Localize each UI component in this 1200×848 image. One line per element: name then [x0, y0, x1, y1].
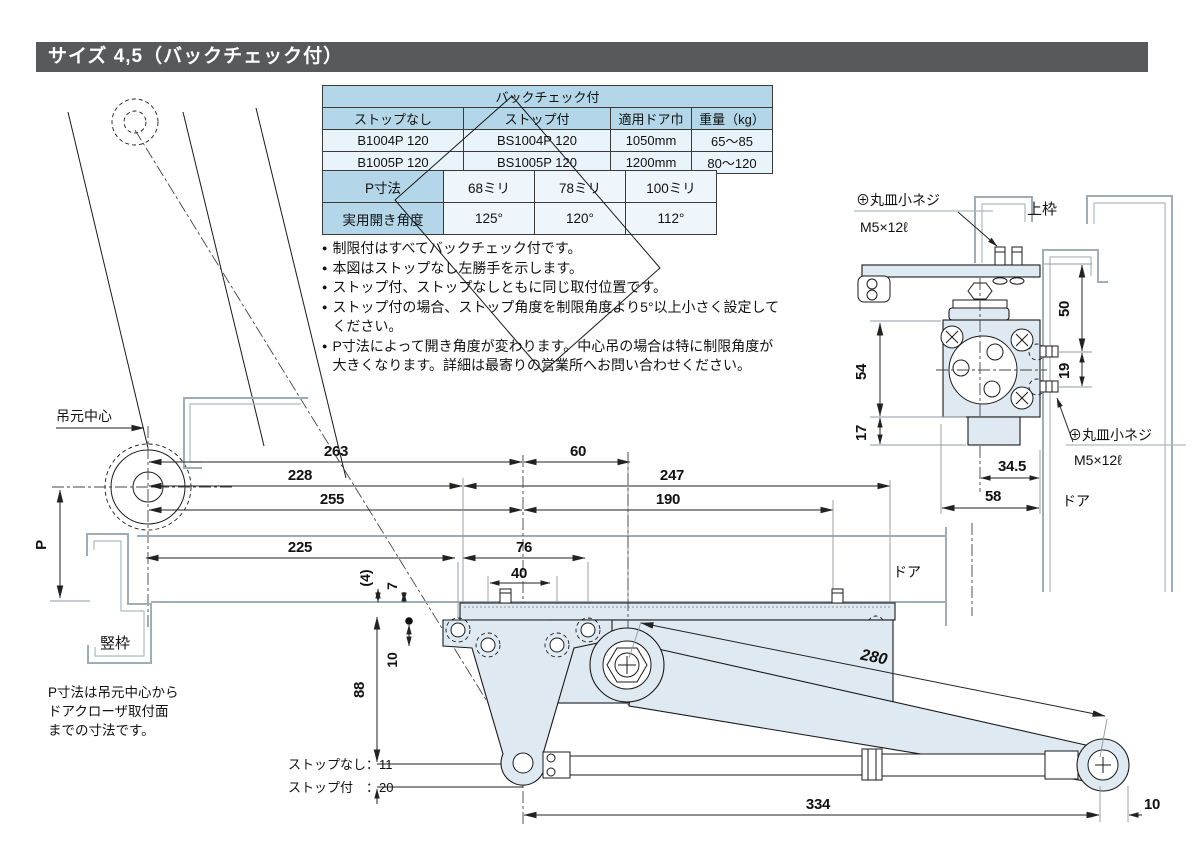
screw-size-right: M5×12ℓ — [1074, 452, 1122, 468]
screw-callout-top: ⊕丸皿小ネジ M5×12ℓ — [854, 192, 998, 247]
p-note-line: までの寸法です。 — [48, 723, 155, 738]
page-title: サイズ 4,5（バックチェック付） — [36, 42, 1148, 72]
dim-58: 58 — [985, 488, 1001, 505]
angle-value: 112° — [625, 202, 717, 235]
door-plan — [50, 523, 973, 626]
vertical-frame-label: 竪枠 — [100, 635, 130, 652]
stop-with-label: ストップ付 ：20 — [288, 780, 393, 795]
dim-263: 263 — [324, 443, 348, 460]
spec-table: バックチェック付 ストップなし ストップ付 適用ドア巾 重量（kg） B1004… — [322, 85, 773, 174]
list-item: ● ストップ付、ストップなしともに同じ取付位置です。 — [322, 278, 784, 298]
dim-190: 190 — [656, 491, 680, 508]
p-dimension-table: P寸法 68ミリ 78ミリ 100ミリ 実用開き角度 125° 120° 112… — [322, 170, 717, 235]
dim-50: 50 — [1056, 301, 1073, 317]
note-text: ストップ付の場合、ストップ角度を制限角度より5°以上小さく設定してください。 — [332, 298, 780, 335]
p-note-line: P寸法は吊元中心から — [48, 685, 179, 700]
note-text: P寸法によって開き角度が変わります。中心吊の場合は特に制限角度が大きくなります。… — [332, 337, 774, 374]
door-label-detail: ドア — [1062, 493, 1090, 509]
dim-255: 255 — [320, 491, 344, 508]
hinge — [52, 426, 235, 630]
dim-228: 228 — [288, 467, 312, 484]
row-label: P寸法 — [322, 170, 444, 203]
stop-none-label: ストップなし：11 — [288, 757, 393, 772]
door-weight: 80～120 — [691, 151, 773, 174]
angle-value: 125° — [443, 202, 535, 235]
table-row: 実用開き角度 125° 120° 112° — [322, 202, 717, 235]
dim-4: (4) — [357, 569, 373, 586]
list-item: ● 制限付はすべてバックチェック付です。 — [322, 239, 784, 259]
list-item: ● P寸法によって開き角度が変わります。中心吊の場合は特に制限角度が大きくなります… — [322, 337, 784, 376]
vertical-frame-profile — [86, 397, 308, 664]
table-row: P寸法 68ミリ 78ミリ 100ミリ — [322, 170, 717, 203]
dim-7: 7 — [384, 582, 400, 590]
top-frame-label: 上枠 — [1027, 201, 1057, 218]
screw-size-top: M5×12ℓ — [860, 219, 908, 235]
door-label-main: ドア — [893, 564, 921, 580]
col-header: 重量（kg） — [691, 107, 773, 130]
bullet-icon: ● — [322, 262, 328, 273]
p-dim-label: P — [33, 540, 50, 550]
dim-334: 334 — [806, 796, 831, 813]
notes-list: ●制限付はすべてバックチェック付です。 ●本図はストップなし左勝手を示します。 … — [322, 239, 784, 376]
detail-closer — [857, 246, 1059, 492]
screw-label-right: ⊕丸皿小ネジ — [1068, 427, 1152, 443]
link-rod — [542, 738, 1130, 792]
dim-34-5: 34.5 — [998, 458, 1026, 475]
note-text: 制限付はすべてバックチェック付です。 — [332, 240, 582, 256]
bullet-icon: ● — [322, 340, 328, 351]
p-note: P寸法は吊元中心から ドアクローザ取付面 までの寸法です。 — [48, 685, 179, 738]
bullet-icon: ● — [322, 243, 328, 253]
p-value: 68ミリ — [443, 170, 535, 203]
dim-280: 280 — [858, 646, 889, 668]
dim-10: 10 — [384, 652, 400, 668]
dim-54: 54 — [853, 363, 870, 380]
screw-label-top: ⊕丸皿小ネジ — [856, 192, 940, 208]
model-with-stop: BS1004P 120 — [463, 129, 611, 152]
dim-17: 17 — [853, 425, 870, 441]
spec-table-title: バックチェック付 — [322, 85, 773, 108]
bullet-icon: ● — [322, 282, 328, 292]
note-text: 本図はストップなし左勝手を示します。 — [332, 259, 584, 276]
dim-10b: 10 — [1144, 796, 1160, 813]
p-value: 100ミリ — [625, 170, 717, 203]
bullet-icon: ● — [322, 301, 328, 312]
open-door-lines — [67, 95, 661, 764]
dim-60: 60 — [570, 443, 586, 460]
dim-88: 88 — [351, 682, 368, 698]
door-weight: 65～85 — [691, 129, 773, 152]
small-vertical-dims — [373, 588, 413, 804]
list-item: ● 本図はストップなし左勝手を示します。 — [322, 259, 784, 279]
dim-40: 40 — [511, 565, 527, 582]
detail-frame — [974, 195, 1173, 592]
detail-dims — [870, 263, 1092, 514]
screw-callout-right: ⊕丸皿小ネジ M5×12ℓ — [1056, 397, 1186, 468]
p-note-line: ドアクローザ取付面 — [48, 704, 169, 719]
col-header: ストップ付 — [463, 107, 611, 130]
door-width: 1050mm — [610, 129, 692, 152]
bottom-dims — [523, 621, 1142, 822]
dim-19: 19 — [1056, 363, 1073, 379]
dim-76: 76 — [516, 539, 532, 556]
angle-value: 120° — [534, 202, 626, 235]
note-text: ストップ付、ストップなしともに同じ取付位置です。 — [332, 279, 668, 295]
row-label: 実用開き角度 — [322, 202, 444, 235]
list-item: ● ストップ付の場合、ストップ角度を制限角度より5°以上小さく設定してください。 — [322, 298, 784, 337]
dim-225: 225 — [288, 539, 312, 556]
hinge-center-label: 吊元中心 — [56, 408, 112, 424]
dim-247: 247 — [660, 467, 684, 484]
